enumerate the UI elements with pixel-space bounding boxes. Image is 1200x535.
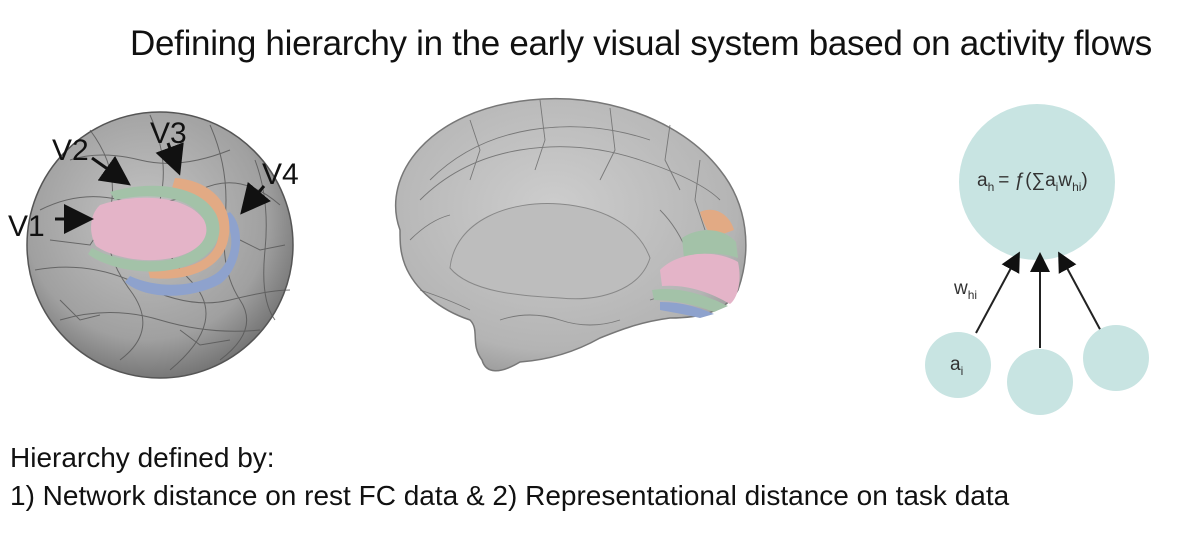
activity-flow-network: ah= ƒ(∑aiwhi) whi ai [925, 104, 1149, 415]
brain-v2-lower-region [652, 288, 728, 312]
input-unit-label: ai [950, 354, 963, 378]
brain-v2-region [682, 230, 738, 258]
sphere-annotations: V1 V2 V3 V4 [8, 117, 299, 243]
hidden-unit-node [959, 104, 1115, 260]
v1-region [91, 197, 207, 261]
page-title: Defining hierarchy in the early visual s… [130, 24, 1152, 63]
v2-arrow [91, 155, 131, 186]
caption-detail: 1) Network distance on rest FC data & 2)… [10, 480, 1010, 511]
v3-label: V3 [150, 117, 187, 150]
weight-arrow-right [1058, 251, 1103, 334]
weight-arrow-left [975, 251, 1020, 334]
v3-region [148, 178, 230, 279]
input-unit-node-3 [1083, 325, 1149, 391]
caption-heading: Hierarchy defined by: [10, 442, 275, 473]
v1-label: V1 [8, 210, 45, 243]
input-unit-node-1 [925, 332, 991, 398]
v3-arrow [155, 142, 184, 176]
hidden-unit-equation: ah= ƒ(∑aiwhi) [977, 170, 1088, 194]
v4-label: V4 [262, 158, 299, 191]
brain-v4-region [660, 302, 714, 318]
input-unit-node-2 [1007, 349, 1073, 415]
cortical-sphere [26, 111, 294, 379]
brain-v1-region [660, 253, 740, 304]
weight-label: whi [953, 278, 977, 302]
v2-label: V2 [52, 134, 89, 167]
medial-brain-surface [394, 97, 747, 372]
v4-arrow [240, 181, 271, 215]
